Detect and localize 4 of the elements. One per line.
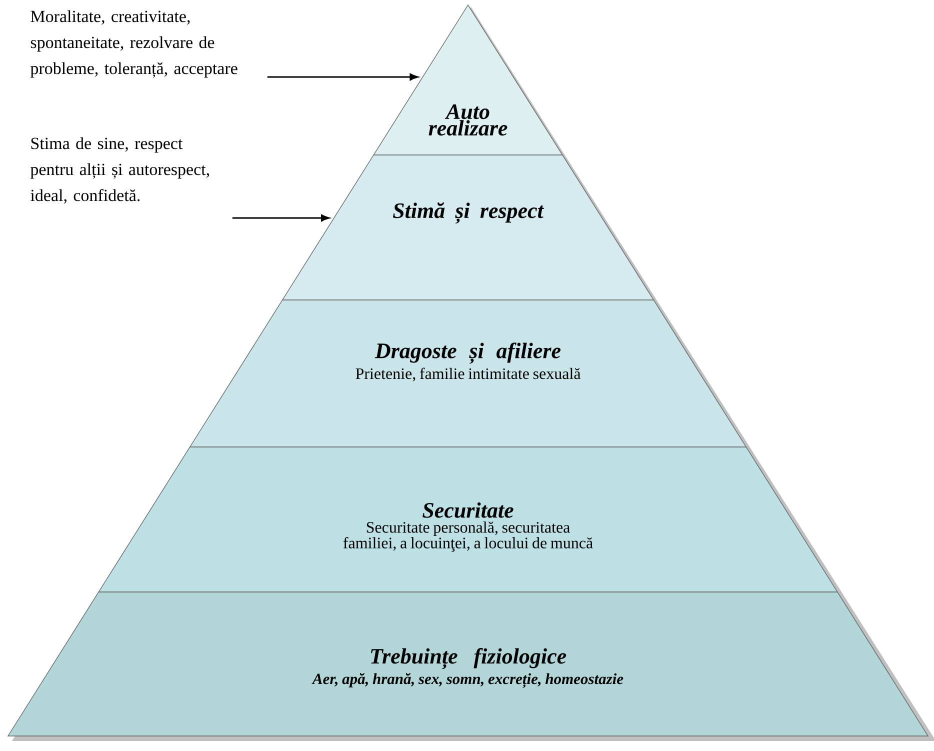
arrow bbox=[232, 214, 330, 222]
arrow bbox=[267, 74, 418, 80]
annotation-text: Stima de sine, respect pentru alții și autorespect, ideal, confidetă. bbox=[30, 137, 210, 204]
annotation-text: Moralitate, creativitate, spontaneitate, rezolvare de probleme, toleranță, acceptare bbox=[30, 10, 238, 78]
